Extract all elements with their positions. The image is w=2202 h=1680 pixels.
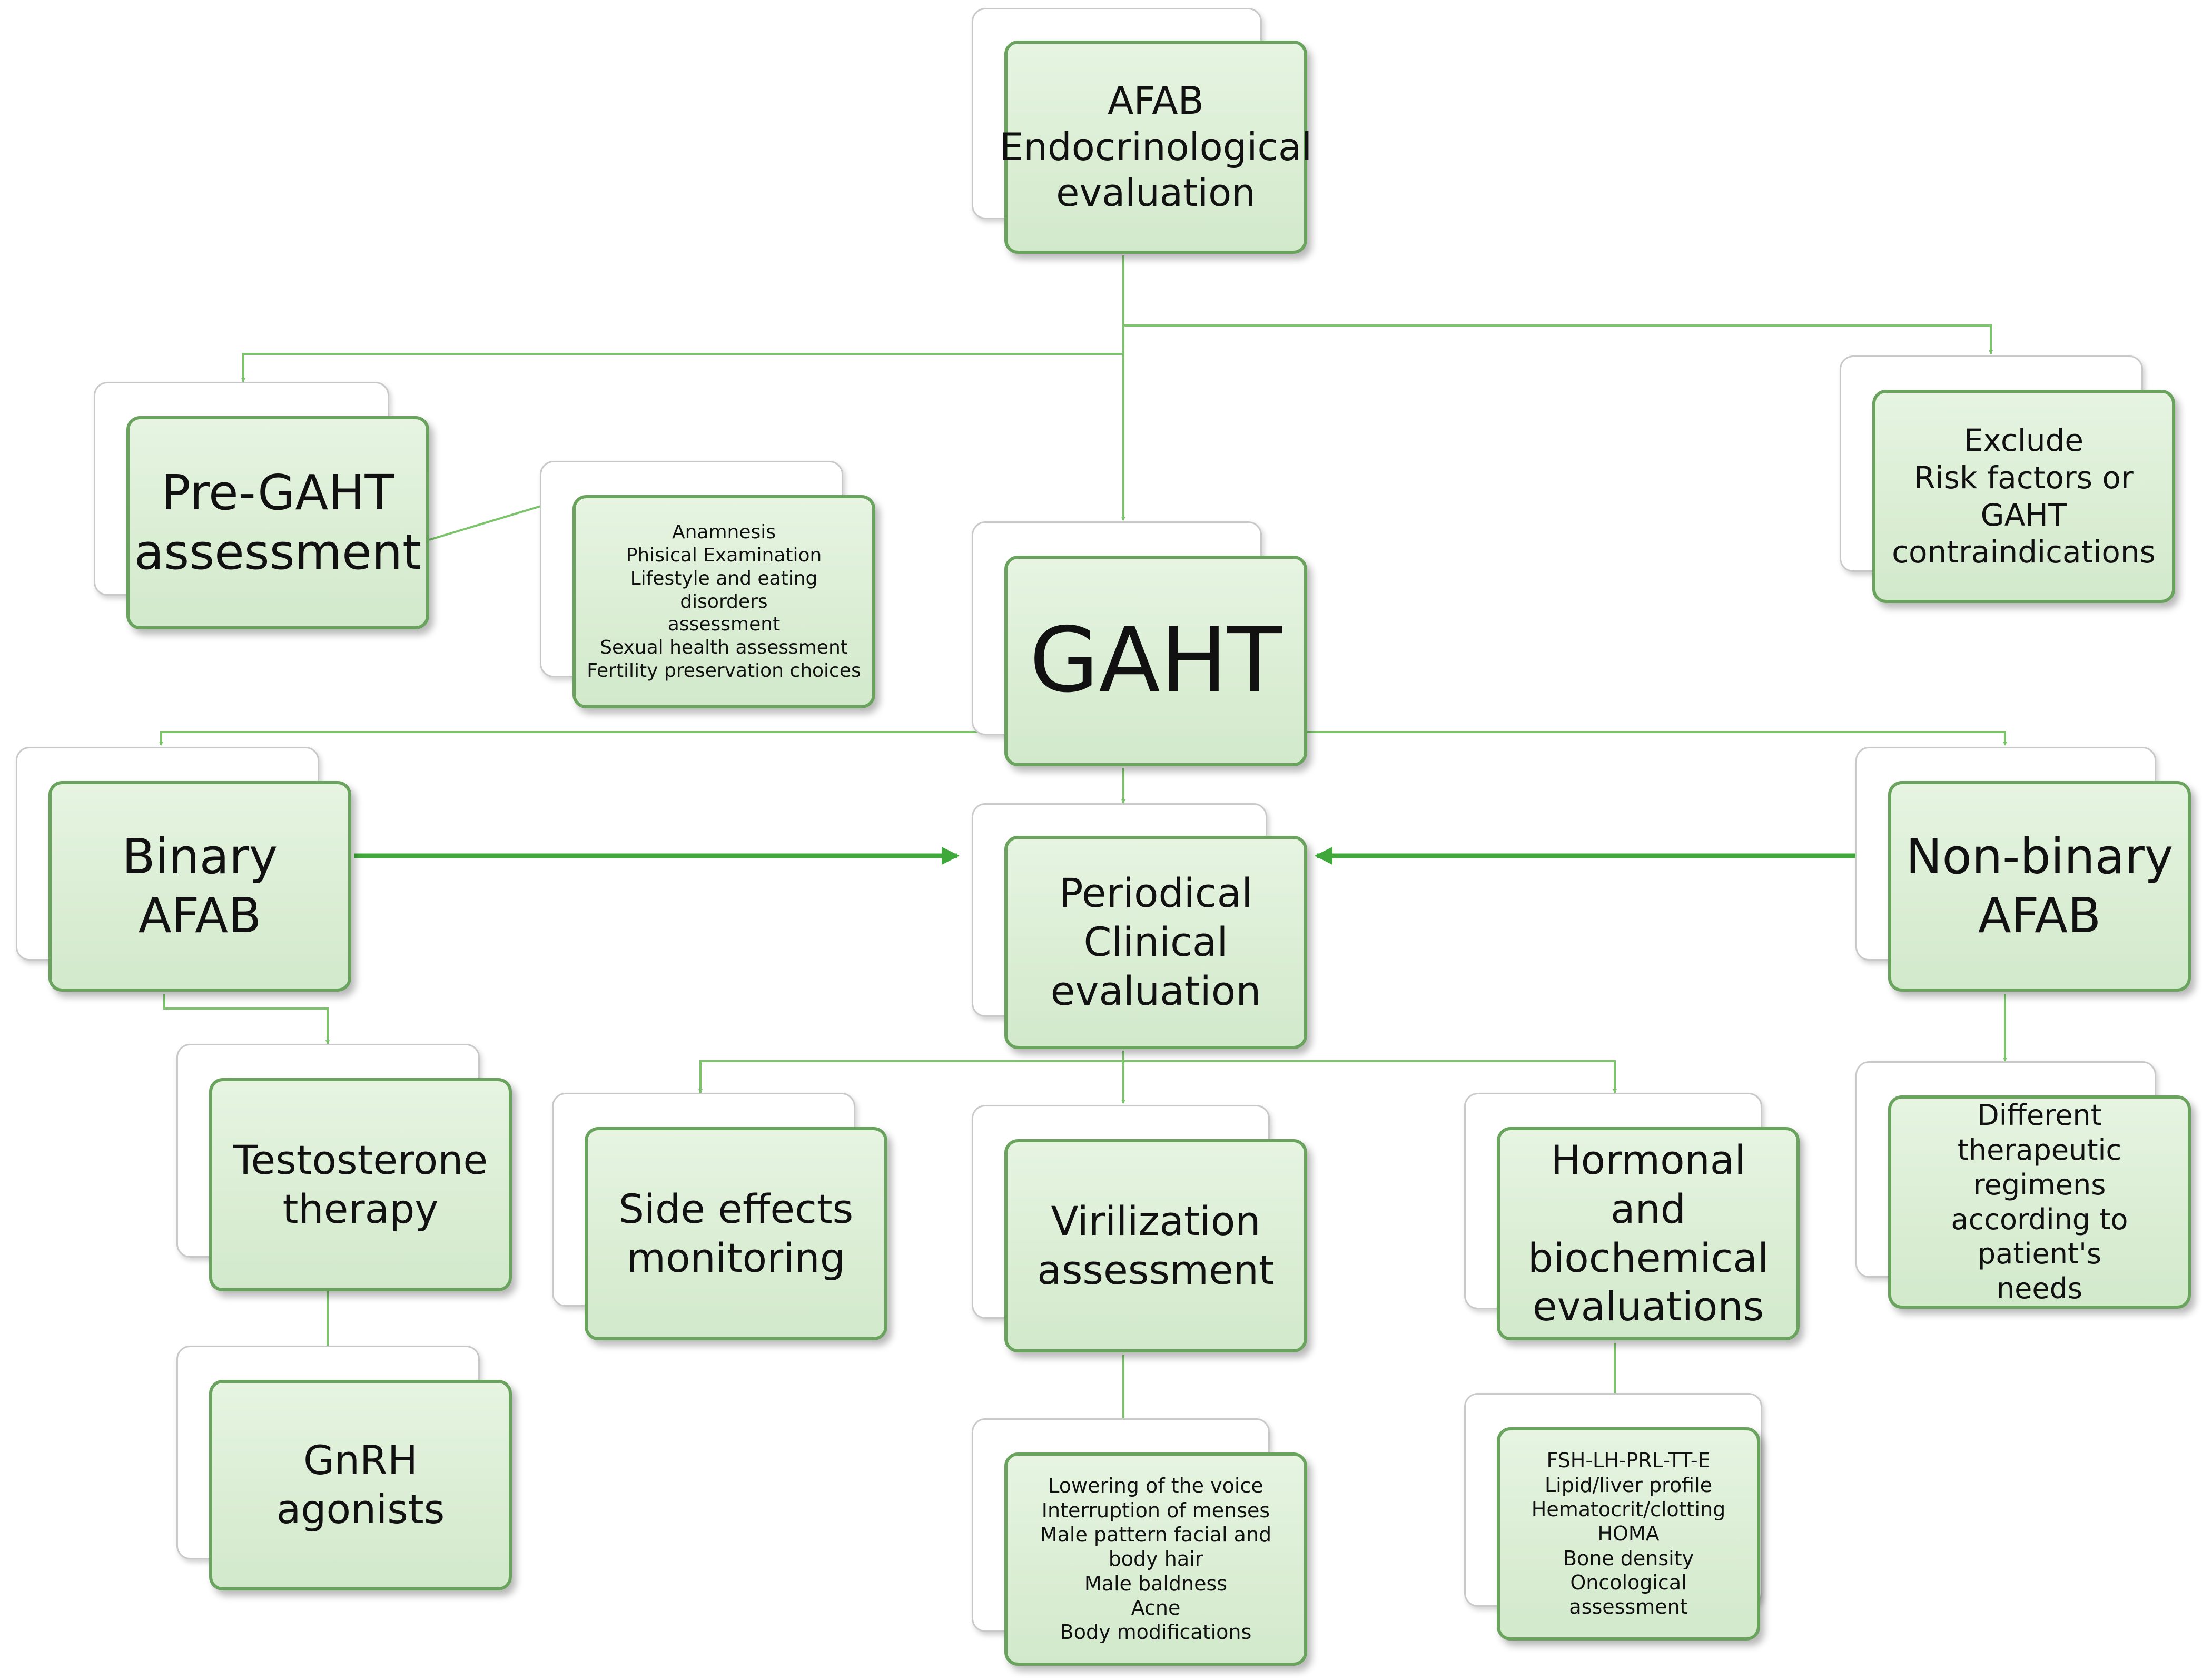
node-side-effects-monitoring: Side effects monitoring [552, 1093, 889, 1340]
binary-afab-label: Binary AFAB [122, 828, 278, 944]
virilization-details-label: Lowering of the voice Interruption of me… [1040, 1474, 1272, 1644]
connector-afab-to-pre-gaht [241, 353, 1123, 382]
node-pre-gaht-details: Anamnesis Phisical Examination Lifestyle… [540, 461, 877, 711]
node-gnrh-agonists: GnRH agonists [176, 1346, 514, 1593]
node-non-binary-afab: Non-binary AFAB [1855, 747, 2193, 994]
node-binary-afab: Binary AFAB [16, 747, 353, 994]
connector-afab-to-exclude [1123, 324, 1993, 354]
connector-periodical-to-side-effects [698, 1060, 1123, 1093]
testosterone-label: Testosterone therapy [233, 1136, 488, 1232]
node-periodical-clinical-evaluation: Periodical Clinical evaluation [972, 803, 1309, 1051]
node-afab-endocrinological-evaluation: AFAB Endocrinological evaluation [972, 8, 1312, 255]
nonbinary-afab-label: Non-binary AFAB [1905, 828, 2174, 944]
node-virilization-details: Lowering of the voice Interruption of me… [972, 1418, 1309, 1668]
node-hormonal-biochemical-evaluations: Hormonal and biochemical evaluations [1464, 1093, 1801, 1343]
periodical-eval-label: Periodical Clinical evaluation [1050, 869, 1261, 1014]
afab-eval-label: AFAB Endocrinological evaluation [999, 78, 1312, 215]
exclude-risk-label: Exclude Risk factors or GAHT contraindic… [1892, 422, 2156, 570]
node-hormonal-details: FSH-LH-PRL-TT-E Lipid/liver profile Hema… [1464, 1393, 1801, 1643]
connector-gaht-to-nonbinary [1306, 731, 2007, 746]
connector-periodical-to-hormonal [1123, 1060, 1617, 1093]
hormonal-label: Hormonal and biochemical evaluations [1527, 1137, 1769, 1330]
node-exclude-risk-factors: Exclude Risk factors or GAHT contraindic… [1840, 355, 2177, 606]
gnrh-label: GnRH agonists [276, 1437, 445, 1533]
node-gaht: GAHT [972, 521, 1309, 769]
node-different-therapeutic-regimens: Different therapeutic regimens according… [1855, 1061, 2193, 1311]
node-virilization-assessment: Virilization assessment [972, 1105, 1309, 1355]
connector-gaht-to-binary [159, 731, 1006, 746]
pre-gaht-label: Pre-GAHT assessment [134, 465, 422, 580]
gaht-label: GAHT [1029, 608, 1282, 713]
node-pre-gaht-assessment: Pre-GAHT assessment [94, 382, 431, 632]
hormonal-details-label: FSH-LH-PRL-TT-E Lipid/liver profile Hema… [1531, 1449, 1726, 1619]
side-effects-label: Side effects monitoring [618, 1185, 854, 1281]
therapeutic-regimens-label: Different therapeutic regimens according… [1951, 1098, 2128, 1306]
connector-pre-gaht-to-details [429, 505, 543, 541]
virilization-label: Virilization assessment [1037, 1197, 1275, 1293]
node-testosterone-therapy: Testosterone therapy [176, 1044, 514, 1291]
connector-binary-to-testosterone [163, 994, 330, 1044]
pre-gaht-details-label: Anamnesis Phisical Examination Lifestyle… [587, 521, 861, 682]
